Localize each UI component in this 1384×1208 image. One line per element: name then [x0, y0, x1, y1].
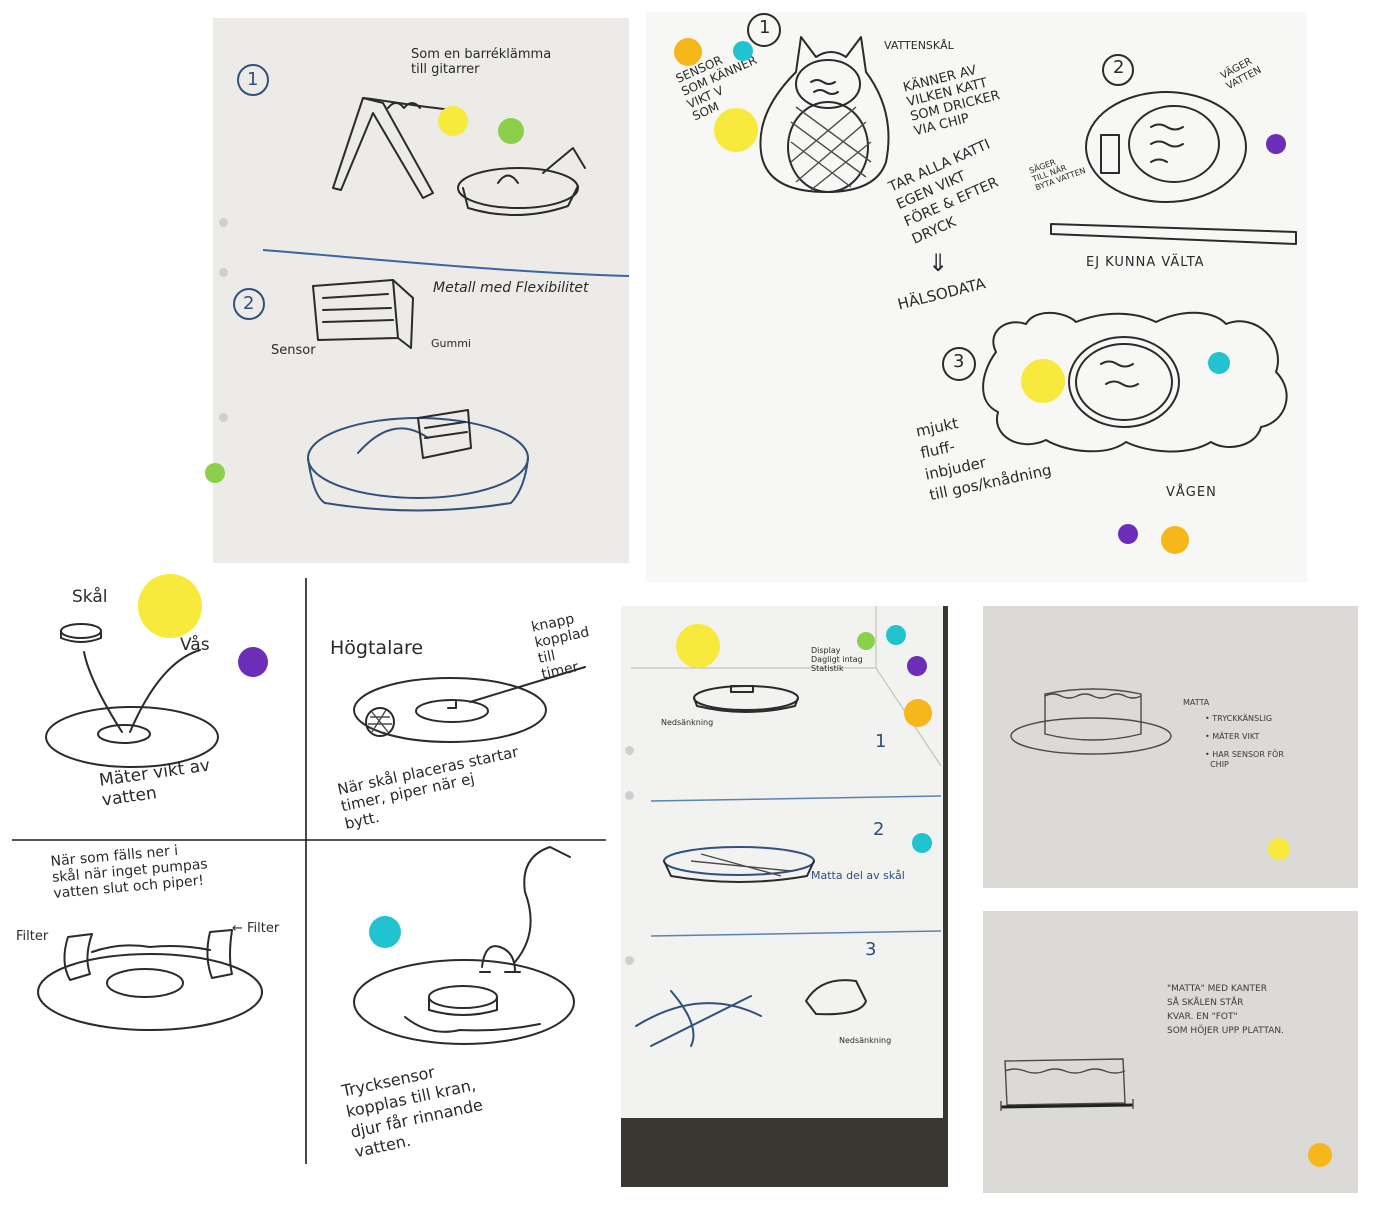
orange-dot [674, 38, 702, 66]
sketch-5-mat-title: MATTA [1183, 698, 1210, 707]
teal-dot [1208, 352, 1230, 374]
sketch-photo-4: Display Dagligt intag Statistik Nedsänkn… [621, 606, 948, 1187]
sketch-4-display: Display Dagligt intag Statistik [811, 646, 863, 674]
sketch-4-number-2: 2 [873, 819, 885, 840]
orange-dot [1308, 1143, 1332, 1167]
sketch-2-water-bowl: VATTENSKÅL [884, 39, 954, 52]
sketch-2-number-3: 3 [953, 351, 965, 372]
sketch-5-feature-list: • TRYCKKÄNSLIG • MÄTER VIKT • HAR SENSOR… [1205, 714, 1284, 769]
sketch-2-drawing [747, 13, 1297, 453]
sketch-4-paper [621, 606, 943, 1118]
teal-dot [912, 833, 932, 853]
sketch-1-number-2: 2 [243, 293, 255, 314]
sketch-2-number-2: 2 [1113, 57, 1125, 78]
green-dot [205, 463, 225, 483]
sketch-5-feature-2: • HAR SENSOR FÖR CHIP [1205, 750, 1284, 769]
sketch-6-text: "MATTA" MED KANTER SÅ SKÅLEN STÅR KVAR. … [1167, 984, 1285, 1036]
purple-dot [1118, 524, 1138, 544]
green-dot [498, 118, 524, 144]
sketch-4-recess-1: Nedsänkning [661, 718, 714, 727]
sketch-1-metal-label: Metall med Flexibilitet [433, 280, 589, 296]
teal-dot [886, 625, 906, 645]
sketch-3-filter-left: Filter [16, 929, 49, 944]
sketch-3-drawing [12, 578, 606, 1164]
teal-dot [369, 916, 401, 948]
yellow-dot [1268, 838, 1290, 860]
orange-dot [904, 699, 932, 727]
sketch-photo-1: 1 Som en barréklämma till gitarrer 2 Met… [213, 18, 629, 563]
purple-dot [1266, 134, 1286, 154]
sketch-photo-3: Skål Vås Mäter vikt av vatten Högtalare … [0, 572, 610, 1172]
sketch-5-feature-1: • MÄTER VIKT [1205, 732, 1260, 742]
sketch-4-number-1: 1 [875, 731, 887, 752]
sketch-2-scale: VÅGEN [1166, 485, 1217, 500]
sketch-4-recess-2: Nedsänkning [839, 1036, 892, 1045]
sketch-4-number-3: 3 [865, 939, 877, 960]
purple-dot [238, 647, 268, 677]
sketch-3-filter-right: ← Filter [232, 921, 280, 936]
sketch-1-sensor-label: Sensor [271, 343, 316, 358]
sketch-4-mat-label: Matta del av skål [811, 869, 905, 882]
sketch-4-drawing [631, 606, 942, 1047]
yellow-dot [138, 574, 202, 638]
sketch-3-bowl-label: Skål [72, 587, 108, 607]
sketch-2-cannot-tip: EJ KUNNA VÄLTA [1086, 255, 1205, 270]
sketch-2-number-1: 1 [759, 17, 771, 38]
sketch-photo-5: MATTA • TRYCKKÄNSLIG • MÄTER VIKT • HAR … [983, 606, 1358, 888]
yellow-dot [714, 108, 758, 152]
punch-hole [625, 746, 634, 755]
green-dot [857, 632, 875, 650]
sketch-3-vase-label: Vås [180, 635, 210, 655]
sketch-5-drawing [1010, 688, 1172, 755]
purple-dot [907, 656, 927, 676]
punch-hole [219, 413, 228, 422]
sketch-1-number-1: 1 [247, 69, 259, 90]
sketch-1-drawing [233, 64, 629, 512]
sketch-2-arrow: ⇓ [928, 249, 949, 277]
punch-hole [625, 956, 634, 965]
sketch-5-feature-0: • TRYCKKÄNSLIG [1205, 714, 1273, 723]
yellow-dot [1021, 359, 1065, 403]
punch-hole [625, 791, 634, 800]
sketch-photo-2: 1 VATTENSKÅL SENSOR SOM KÄNNER VIKT V SO… [646, 12, 1307, 582]
sketch-6-drawing [1000, 1058, 1134, 1111]
punch-hole [219, 218, 228, 227]
yellow-dot [438, 106, 468, 136]
teal-dot [733, 41, 753, 61]
punch-hole [219, 268, 228, 277]
orange-dot [1161, 526, 1189, 554]
yellow-dot [676, 624, 720, 668]
sketch-photo-6: "MATTA" MED KANTER SÅ SKÅLEN STÅR KVAR. … [983, 911, 1358, 1193]
sketch-1-rubber-label: Gummi [431, 337, 471, 350]
sketch-1-clamp-note: Som en barréklämma till gitarrer [411, 47, 552, 77]
sketch-3-speaker-label: Högtalare [330, 637, 424, 659]
